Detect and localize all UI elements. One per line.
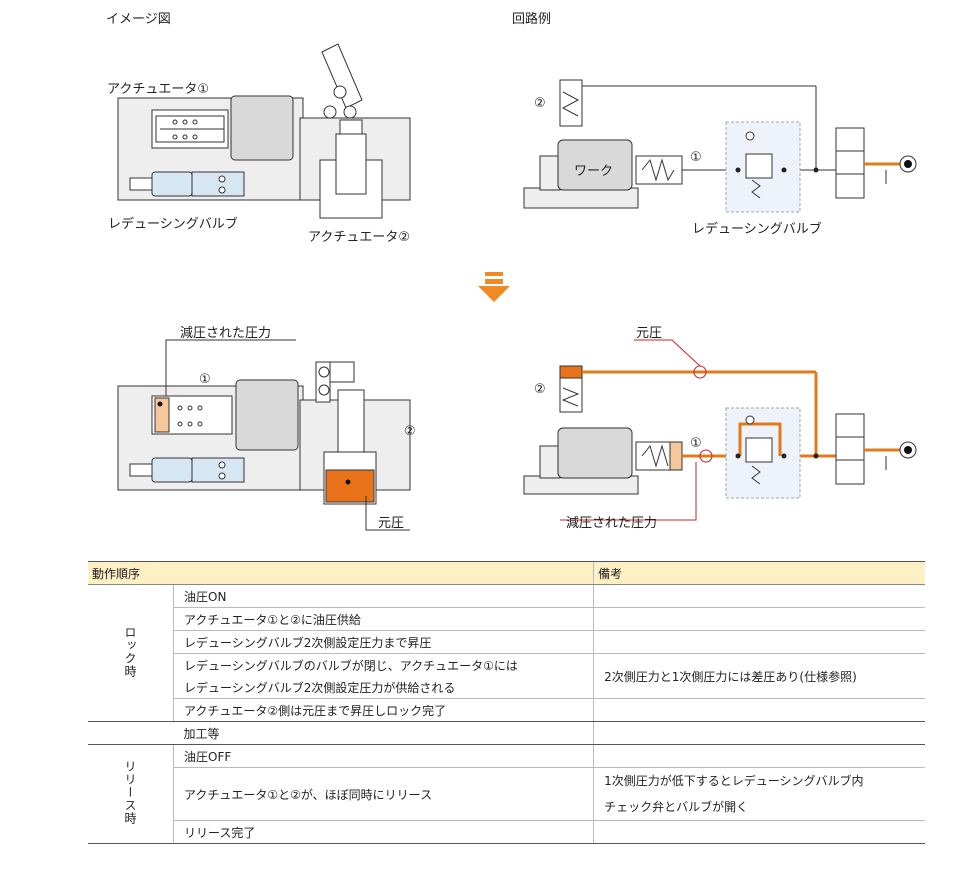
source-pressure-label-right: 元圧 xyxy=(636,326,663,341)
note-cell xyxy=(593,607,925,631)
reducing-valve-label-right: レデューシングバルブ xyxy=(692,222,822,237)
table-row: 加工等 xyxy=(88,721,925,745)
step-cell: リリース完了 xyxy=(172,820,594,844)
top-right-circuit xyxy=(523,79,917,213)
table-row: アクチュエータ①と②に油圧供給 xyxy=(88,607,925,631)
bottom-right-circuit xyxy=(523,339,917,521)
actuator1-label: アクチュエータ① xyxy=(107,82,210,97)
note-cell xyxy=(593,584,925,608)
step-cell: アクチュエータ①と②に油圧供給 xyxy=(172,607,594,631)
reduced-pressure-label-right: 減圧された圧力 xyxy=(566,516,658,531)
num1-left-bottom: ① xyxy=(199,372,211,387)
circuit-title: 回路例 xyxy=(512,12,552,27)
work-block xyxy=(230,95,294,161)
table-row: リリース時 油圧OFF xyxy=(88,744,925,844)
reduced-pressure-label-left: 減圧された圧力 xyxy=(180,326,272,341)
note-cell xyxy=(593,820,925,844)
num1-top: ① xyxy=(690,150,702,165)
table-row: レデューシングバルブ2次側設定圧力が供給される xyxy=(88,676,925,699)
group-lock: ロック時 xyxy=(88,584,174,722)
actuator2-label: アクチュエータ② xyxy=(308,230,411,245)
step-cell: アクチュエータ②側は元圧まで昇圧しロック完了 xyxy=(172,698,594,722)
reduced-pressure-marker xyxy=(699,449,713,463)
machine-base xyxy=(523,187,639,209)
group-release: リリース時 xyxy=(88,744,174,844)
note-cell xyxy=(593,630,925,654)
table-row: レデューシングバルブのバルブが閉じ、アクチュエータ①には 2次側圧力と1次側圧力… xyxy=(88,653,925,699)
top-left-image-diagram xyxy=(117,43,411,219)
table-row: リリース完了 xyxy=(88,820,925,844)
note-cell xyxy=(593,744,925,768)
group-empty xyxy=(88,721,174,745)
note-cell xyxy=(593,698,925,722)
actuator2-symbol xyxy=(559,79,583,127)
direction-valve-symbol xyxy=(835,127,865,199)
clamp-arm xyxy=(321,43,363,109)
reducing-valve-label-left: レデューシングバルブ xyxy=(108,217,238,232)
work-symbol xyxy=(557,139,633,191)
down-arrow xyxy=(478,272,510,302)
note-cell: 1次側圧力が低下するとレデューシングバルブ内 チェック弁とバルブが開く xyxy=(593,767,925,821)
image-title: イメージ図 xyxy=(106,12,171,27)
step-cell: 加工等 xyxy=(173,721,594,745)
num2-left-bottom: ② xyxy=(404,424,416,439)
note-cell: 2次側圧力と1次側圧力には差圧あり(仕様参照) xyxy=(593,653,925,699)
note-line: チェック弁とバルブが開く xyxy=(604,800,749,814)
diagram-canvas xyxy=(117,43,917,531)
header-note: 備考 xyxy=(593,561,925,585)
num2-top: ② xyxy=(534,96,546,111)
step-cell: レデューシングバルブのバルブが閉じ、アクチュエータ①には xyxy=(172,653,594,676)
work-label: ワーク xyxy=(574,164,614,179)
note-cell xyxy=(593,721,925,745)
source-pressure-label-left: 元圧 xyxy=(378,516,405,531)
operation-sequence-table: 動作順序 備考 ロック時 油圧ON アクチュエータ①と②に油圧供給 レデューシン… xyxy=(88,561,925,844)
table-row: アクチュエータ①と②が、ほぼ同時にリリース 1次側圧力が低下するとレデューシング… xyxy=(88,767,925,821)
step-cell: レデューシングバルブ2次側設定圧力が供給される xyxy=(172,676,594,699)
table-header: 動作順序 備考 xyxy=(88,561,925,585)
step-cell: アクチュエータ①と②が、ほぼ同時にリリース xyxy=(172,767,594,821)
note-line: 1次側圧力が低下するとレデューシングバルブ内 xyxy=(604,774,864,788)
num1-right-bottom: ① xyxy=(690,436,702,451)
bottom-left-image-diagram xyxy=(117,361,411,505)
step-cell: レデューシングバルブ2次側設定圧力まで昇圧 xyxy=(172,630,594,654)
step-cell: 油圧ON xyxy=(172,584,594,608)
table-row: レデューシングバルブ2次側設定圧力まで昇圧 xyxy=(88,630,925,654)
table-row: アクチュエータ②側は元圧まで昇圧しロック完了 xyxy=(88,698,925,722)
header-sequence: 動作順序 xyxy=(88,561,594,585)
table-row: ロック時 油圧ON xyxy=(88,584,925,722)
step-cell: 油圧OFF xyxy=(172,744,594,768)
num2-right-bottom: ② xyxy=(534,382,546,397)
